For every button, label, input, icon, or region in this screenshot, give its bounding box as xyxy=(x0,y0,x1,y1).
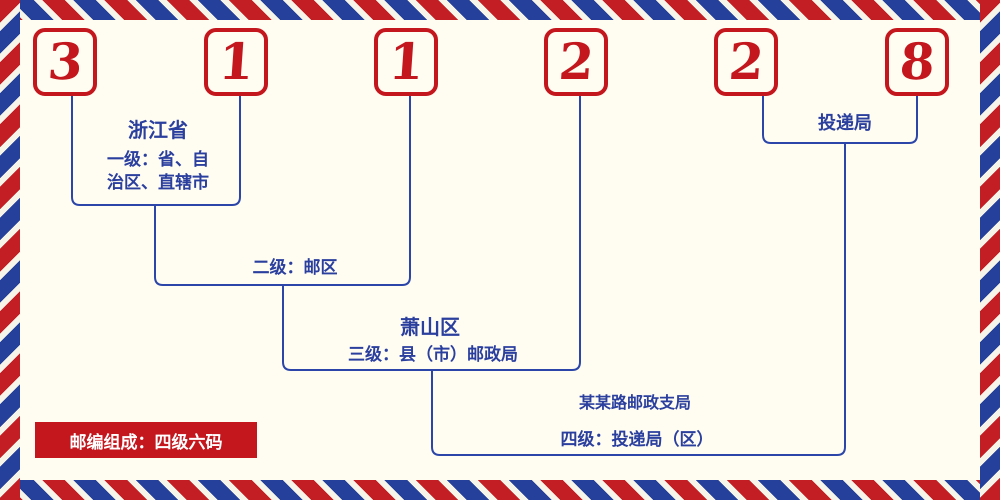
level4-description: 四级：投递局（区） xyxy=(560,430,714,450)
digit-3: 1 xyxy=(386,32,426,91)
digit-box-6: 8 xyxy=(885,28,949,96)
airmail-border-bottom xyxy=(0,480,1000,500)
digit-box-1: 3 xyxy=(33,28,97,96)
digit-4: 2 xyxy=(556,32,596,91)
level1-description-line1: 一级：省、自 xyxy=(107,150,209,170)
digit-box-5: 2 xyxy=(714,28,778,96)
airmail-border-left xyxy=(0,0,20,500)
digit-box-3: 1 xyxy=(374,28,438,96)
level2-description: 二级：邮区 xyxy=(252,258,338,278)
delivery-office-label: 投递局 xyxy=(818,113,872,134)
branch-label: 某某路邮政支局 xyxy=(578,393,691,412)
district-label: 萧山区 xyxy=(400,315,460,339)
digit-6: 8 xyxy=(897,32,937,91)
province-label: 浙江省 xyxy=(128,118,188,142)
digit-2: 1 xyxy=(216,32,256,91)
airmail-border-top xyxy=(0,0,1000,20)
composition-badge-text: 邮编组成：四级六码 xyxy=(69,432,223,453)
level3-description: 三级：县（市）邮政局 xyxy=(348,345,518,365)
level1-description-line2: 治区、直辖市 xyxy=(107,173,209,193)
composition-badge: 邮编组成：四级六码 xyxy=(35,422,257,458)
digit-1: 3 xyxy=(45,32,85,91)
digit-5: 2 xyxy=(726,32,766,91)
digit-box-4: 2 xyxy=(544,28,608,96)
digit-box-2: 1 xyxy=(204,28,268,96)
airmail-border-right xyxy=(980,0,1000,500)
